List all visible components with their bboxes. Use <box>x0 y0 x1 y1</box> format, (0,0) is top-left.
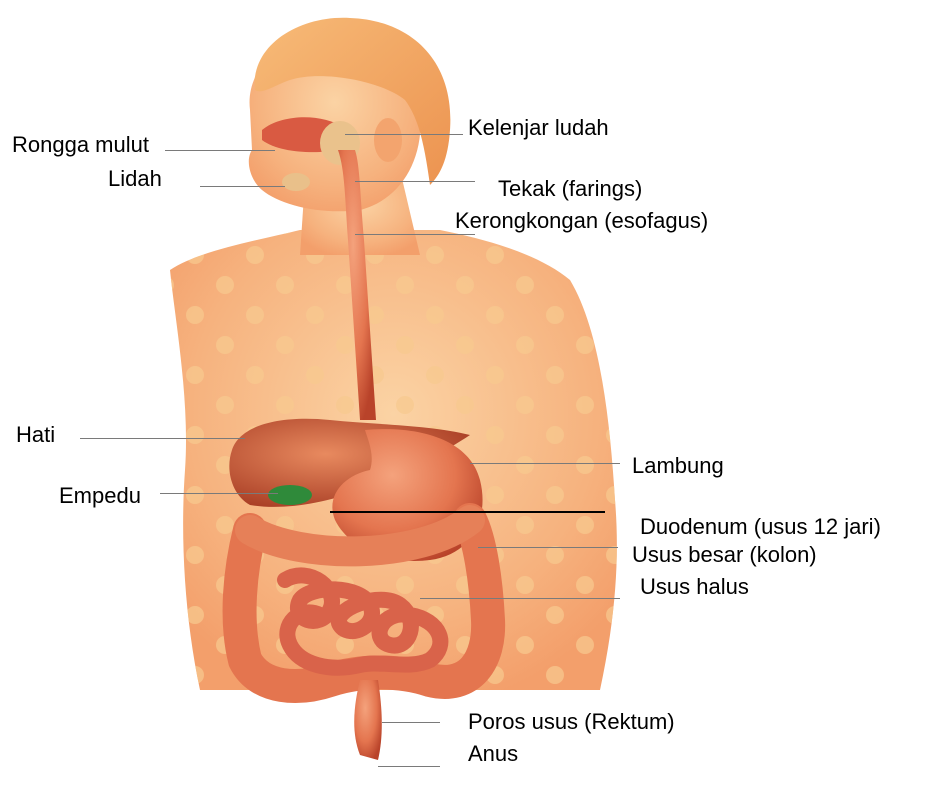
label-usus-besar: Usus besar (kolon) <box>632 544 817 566</box>
leader-lambung <box>470 463 620 464</box>
label-hati: Hati <box>16 424 55 446</box>
label-anus: Anus <box>468 743 518 765</box>
leader-rongga-mulut <box>165 150 275 151</box>
leader-tekak <box>355 181 475 182</box>
label-duodenum: Duodenum (usus 12 jari) <box>640 516 881 538</box>
label-rongga-mulut: Rongga mulut <box>12 134 149 156</box>
label-lambung: Lambung <box>632 455 724 477</box>
leader-kelenjar-ludah <box>345 134 463 135</box>
leader-rektum <box>382 722 440 723</box>
label-rektum: Poros usus (Rektum) <box>468 711 675 733</box>
leader-lidah <box>200 186 285 187</box>
label-empedu: Empedu <box>59 485 141 507</box>
leader-hati <box>80 438 245 439</box>
leader-usus-halus <box>420 598 620 599</box>
leader-duodenum <box>330 511 605 513</box>
gallbladder <box>268 485 312 505</box>
leader-anus <box>378 766 440 767</box>
label-lidah: Lidah <box>108 168 162 190</box>
label-tekak: Tekak (farings) <box>498 178 642 200</box>
leader-kerongkongan <box>355 234 475 235</box>
leader-empedu <box>160 493 278 494</box>
label-usus-halus: Usus halus <box>640 576 749 598</box>
leader-usus-besar <box>478 547 618 548</box>
label-kelenjar-ludah: Kelenjar ludah <box>468 117 609 139</box>
label-kerongkongan: Kerongkongan (esofagus) <box>455 210 708 232</box>
rectum <box>354 680 382 760</box>
